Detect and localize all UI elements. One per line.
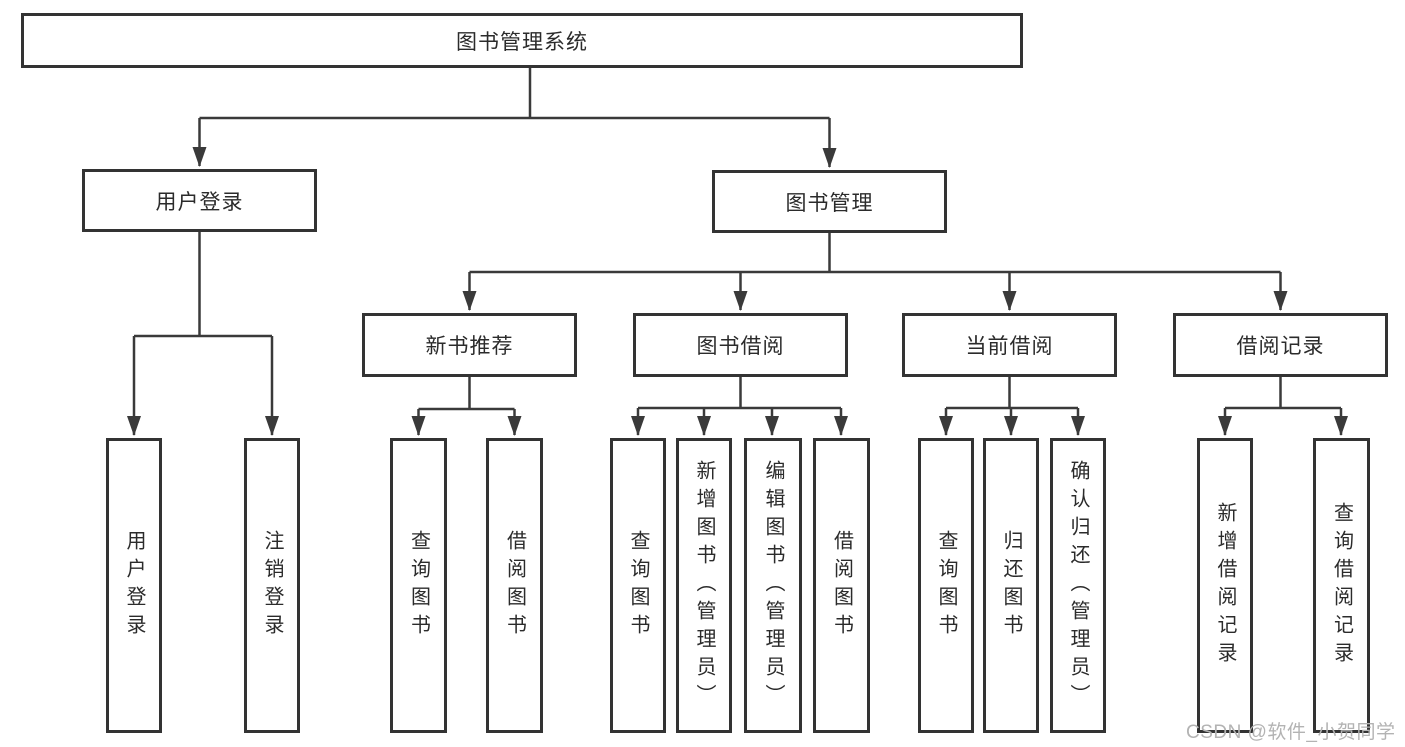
leaf-add-borrow-record: 新增借阅记录: [1197, 438, 1253, 733]
leaf-label: 借阅图书: [830, 529, 853, 642]
leaf-edit-books-admin: 编辑图书（管理员）: [744, 438, 802, 733]
node-borrow-records: 借阅记录: [1173, 313, 1388, 377]
leaf-label: 编辑图书（管理员）: [762, 459, 784, 712]
node-book-management: 图书管理: [712, 170, 947, 233]
leaf-label: 借阅图书: [503, 529, 526, 642]
watermark-csdn: CSDN @软件_小贺同学: [1186, 722, 1396, 743]
leaf-label: 查询借阅记录: [1330, 501, 1353, 670]
leaf-label: 归还图书: [1000, 529, 1022, 642]
leaf-label: 查询图书: [407, 529, 430, 642]
leaf-borrow-books-borrowing: 借阅图书: [813, 438, 870, 733]
leaf-query-books-borrowing: 查询图书: [610, 438, 666, 733]
leaf-label: 新增借阅记录: [1214, 501, 1236, 670]
node-book-borrowing: 图书借阅: [633, 313, 848, 377]
leaf-label: 确认归还（管理员）: [1067, 459, 1089, 712]
node-current-borrowing: 当前借阅: [902, 313, 1117, 377]
node-user-login: 用户登录: [82, 169, 317, 232]
leaf-label: 注销登录: [261, 529, 283, 642]
leaf-query-books-recommend: 查询图书: [390, 438, 447, 733]
leaf-return-books: 归还图书: [983, 438, 1039, 733]
leaf-add-books-admin: 新增图书（管理员）: [676, 438, 732, 733]
leaf-confirm-return-admin: 确认归还（管理员）: [1050, 438, 1106, 733]
leaf-borrow-books-recommend: 借阅图书: [486, 438, 543, 733]
leaf-label: 查询图书: [935, 529, 957, 642]
node-library-system: 图书管理系统: [21, 13, 1023, 68]
leaf-label: 新增图书（管理员）: [693, 459, 715, 712]
leaf-label: 查询图书: [627, 529, 649, 642]
leaf-user-login: 用户登录: [106, 438, 162, 733]
node-new-book-recommend: 新书推荐: [362, 313, 577, 377]
leaf-logout-login: 注销登录: [244, 438, 300, 733]
leaf-query-borrow-record: 查询借阅记录: [1313, 438, 1370, 733]
leaf-query-books-current: 查询图书: [918, 438, 974, 733]
leaf-label: 用户登录: [123, 529, 145, 642]
